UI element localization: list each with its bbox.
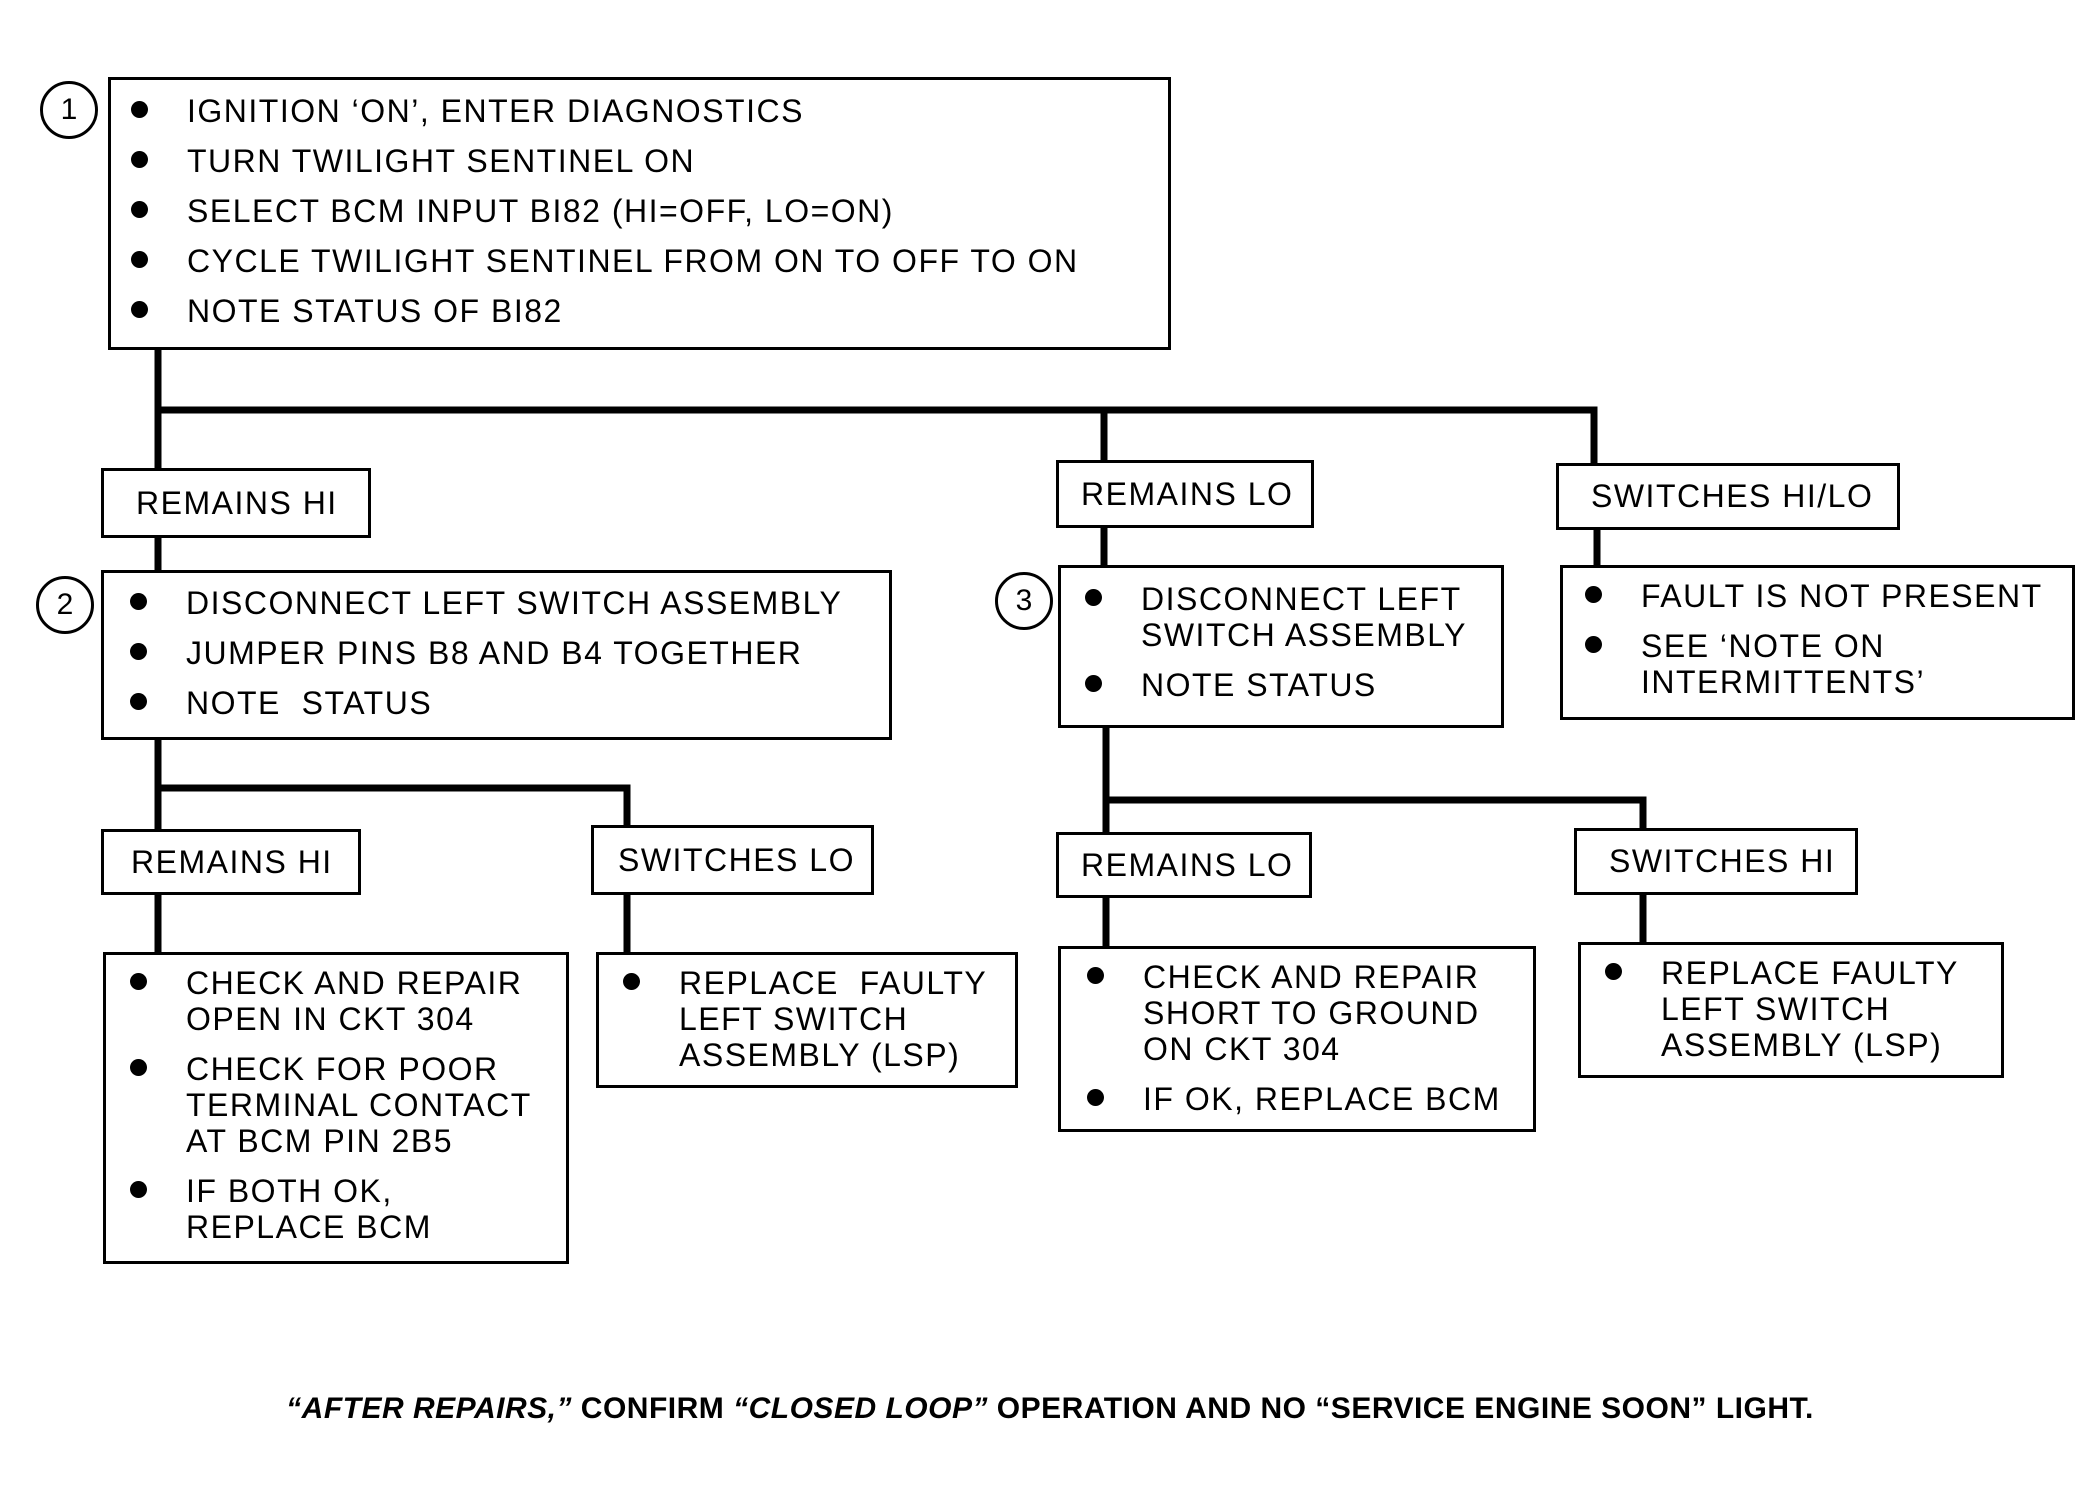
bullet-icon	[1605, 963, 1622, 980]
result-item: REPLACE FAULTY LEFT SWITCH ASSEMBLY (LSP…	[1605, 955, 1959, 1063]
step-1-item: SELECT BCM INPUT BI82 (HI=OFF, LO=ON)	[131, 193, 1079, 229]
bullet-icon	[1085, 589, 1102, 606]
step-2-item: DISCONNECT LEFT SWITCH ASSEMBLY	[130, 585, 842, 621]
bullet-icon	[1585, 636, 1602, 653]
result-remains-hi-box: CHECK AND REPAIR OPEN IN CKT 304 CHECK F…	[103, 952, 569, 1264]
connector-step2-bar	[154, 784, 631, 834]
fault-not-present-box: FAULT IS NOT PRESENT SEE ‘NOTE ON INTERM…	[1560, 565, 2075, 720]
bullet-icon	[131, 301, 148, 318]
result-switches-lo-box: REPLACE FAULTY LEFT SWITCH ASSEMBLY (LSP…	[596, 952, 1018, 1088]
bullet-icon	[1585, 586, 1602, 603]
result-item: CHECK FOR POOR TERMINAL CONTACT AT BCM P…	[130, 1051, 532, 1159]
step-3-box: DISCONNECT LEFT SWITCH ASSEMBLY NOTE STA…	[1058, 565, 1504, 728]
bullet-icon	[1087, 1089, 1104, 1106]
branch-remains-lo: REMAINS LO	[1056, 460, 1314, 528]
bullet-icon	[130, 1181, 147, 1198]
bullet-icon	[1085, 675, 1102, 692]
fault-item: SEE ‘NOTE ON INTERMITTENTS’	[1585, 628, 2043, 700]
result-item: IF OK, REPLACE BCM	[1087, 1081, 1501, 1117]
step-3-list: DISCONNECT LEFT SWITCH ASSEMBLY NOTE STA…	[1085, 581, 1467, 703]
bullet-icon	[130, 693, 147, 710]
step-1-number: 1	[40, 81, 98, 139]
bullet-icon	[130, 973, 147, 990]
result-item: CHECK AND REPAIR SHORT TO GROUND ON CKT …	[1087, 959, 1501, 1067]
step-1-item: CYCLE TWILIGHT SENTINEL FROM ON TO OFF T…	[131, 243, 1079, 279]
step-1-box: IGNITION ‘ON’, ENTER DIAGNOSTICS TURN TW…	[108, 77, 1171, 350]
footer-after-repairs: “AFTER REPAIRS,”	[286, 1392, 572, 1425]
branch-remains-hi: REMAINS HI	[101, 468, 371, 538]
step-2-item: JUMPER PINS B8 AND B4 TOGETHER	[130, 635, 842, 671]
result-item: REPLACE FAULTY LEFT SWITCH ASSEMBLY (LSP…	[623, 965, 987, 1073]
step-1-item: IGNITION ‘ON’, ENTER DIAGNOSTICS	[131, 93, 1079, 129]
bullet-icon	[131, 101, 148, 118]
step-1-item: TURN TWILIGHT SENTINEL ON	[131, 143, 1079, 179]
footer-closed-loop: “CLOSED LOOP”	[733, 1392, 988, 1425]
step-3-item: DISCONNECT LEFT SWITCH ASSEMBLY	[1085, 581, 1467, 653]
result-item: CHECK AND REPAIR OPEN IN CKT 304	[130, 965, 532, 1037]
branch2-remains-hi: REMAINS HI	[101, 829, 361, 895]
fault-not-present-list: FAULT IS NOT PRESENT SEE ‘NOTE ON INTERM…	[1585, 578, 2043, 700]
footer-note: “AFTER REPAIRS,” CONFIRM “CLOSED LOOP” O…	[0, 1392, 2100, 1426]
bullet-icon	[131, 201, 148, 218]
branch3-switches-hi: SWITCHES HI	[1574, 828, 1858, 895]
bullet-icon	[130, 593, 147, 610]
branch-switches-hi-lo: SWITCHES HI/LO	[1556, 463, 1900, 530]
branch3-remains-lo: REMAINS LO	[1056, 832, 1312, 898]
bullet-icon	[131, 151, 148, 168]
result-switches-lo-list: REPLACE FAULTY LEFT SWITCH ASSEMBLY (LSP…	[623, 965, 987, 1073]
step-3-item: NOTE STATUS	[1085, 667, 1467, 703]
footer-operation: OPERATION AND NO “SERVICE ENGINE SOON” L…	[987, 1392, 1814, 1425]
result-item: IF BOTH OK, REPLACE BCM	[130, 1173, 532, 1245]
step-1-list: IGNITION ‘ON’, ENTER DIAGNOSTICS TURN TW…	[131, 93, 1079, 329]
step-2-list: DISCONNECT LEFT SWITCH ASSEMBLY JUMPER P…	[130, 585, 842, 721]
bullet-icon	[1087, 967, 1104, 984]
bullet-icon	[130, 643, 147, 660]
result-remains-lo-list: CHECK AND REPAIR SHORT TO GROUND ON CKT …	[1087, 959, 1501, 1117]
step-3-number: 3	[995, 572, 1053, 630]
bullet-icon	[130, 1059, 147, 1076]
result-remains-hi-list: CHECK AND REPAIR OPEN IN CKT 304 CHECK F…	[130, 965, 532, 1245]
step-2-box: DISCONNECT LEFT SWITCH ASSEMBLY JUMPER P…	[101, 570, 892, 740]
branch2-switches-lo: SWITCHES LO	[591, 825, 874, 895]
result-remains-lo-box: CHECK AND REPAIR SHORT TO GROUND ON CKT …	[1058, 946, 1536, 1132]
step-2-number: 2	[36, 576, 94, 634]
result-switches-hi-list: REPLACE FAULTY LEFT SWITCH ASSEMBLY (LSP…	[1605, 955, 1959, 1063]
bullet-icon	[131, 251, 148, 268]
footer-confirm: CONFIRM	[571, 1392, 734, 1425]
connector-step3-bar	[1102, 796, 1647, 834]
fault-item: FAULT IS NOT PRESENT	[1585, 578, 2043, 614]
step-2-item: NOTE STATUS	[130, 685, 842, 721]
result-switches-hi-box: REPLACE FAULTY LEFT SWITCH ASSEMBLY (LSP…	[1578, 942, 2004, 1078]
step-1-item: NOTE STATUS OF BI82	[131, 293, 1079, 329]
bullet-icon	[623, 973, 640, 990]
